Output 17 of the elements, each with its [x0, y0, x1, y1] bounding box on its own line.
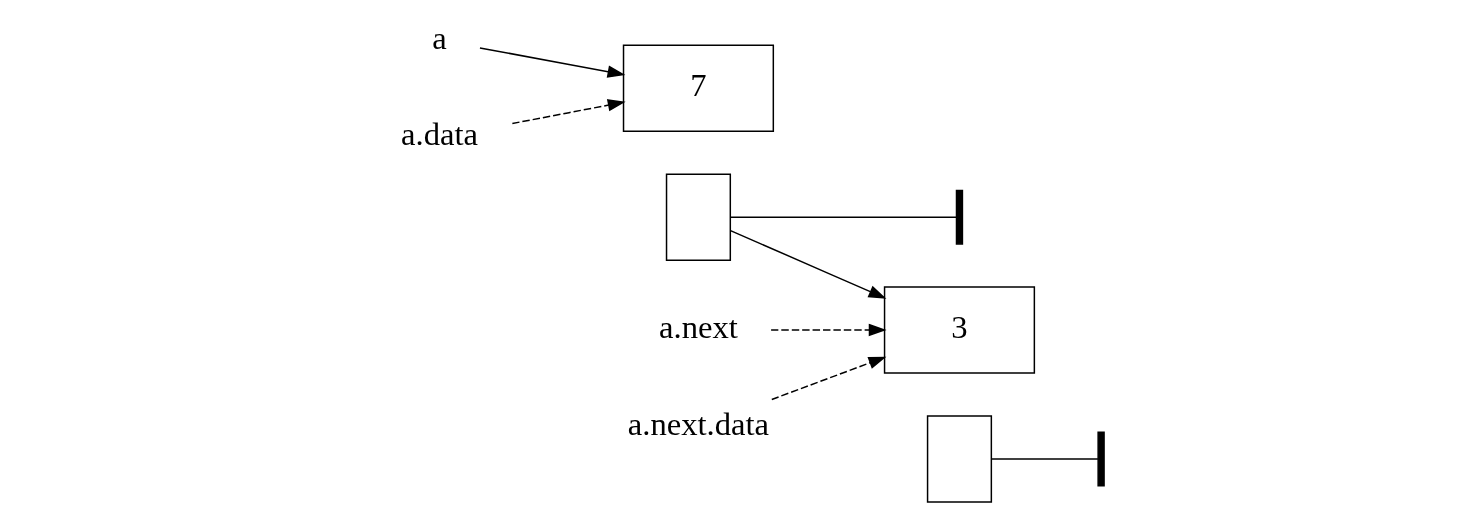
connector	[991, 458, 1099, 460]
connector	[729, 216, 957, 218]
node-box: 3	[883, 286, 1036, 374]
arrow	[771, 356, 887, 401]
node-text: a.data	[401, 116, 479, 153]
node-box	[665, 173, 732, 261]
arrow	[479, 47, 626, 78]
node-bar	[955, 189, 964, 245]
node-text: a.next	[659, 309, 738, 346]
arrow	[770, 323, 887, 337]
node-bar	[1097, 431, 1105, 487]
node-text: a	[432, 20, 447, 57]
node-text: a.next.data	[627, 405, 770, 442]
node-box: 7	[622, 44, 775, 132]
node-box	[926, 415, 993, 503]
arrow	[511, 99, 626, 125]
arrow	[729, 229, 887, 299]
